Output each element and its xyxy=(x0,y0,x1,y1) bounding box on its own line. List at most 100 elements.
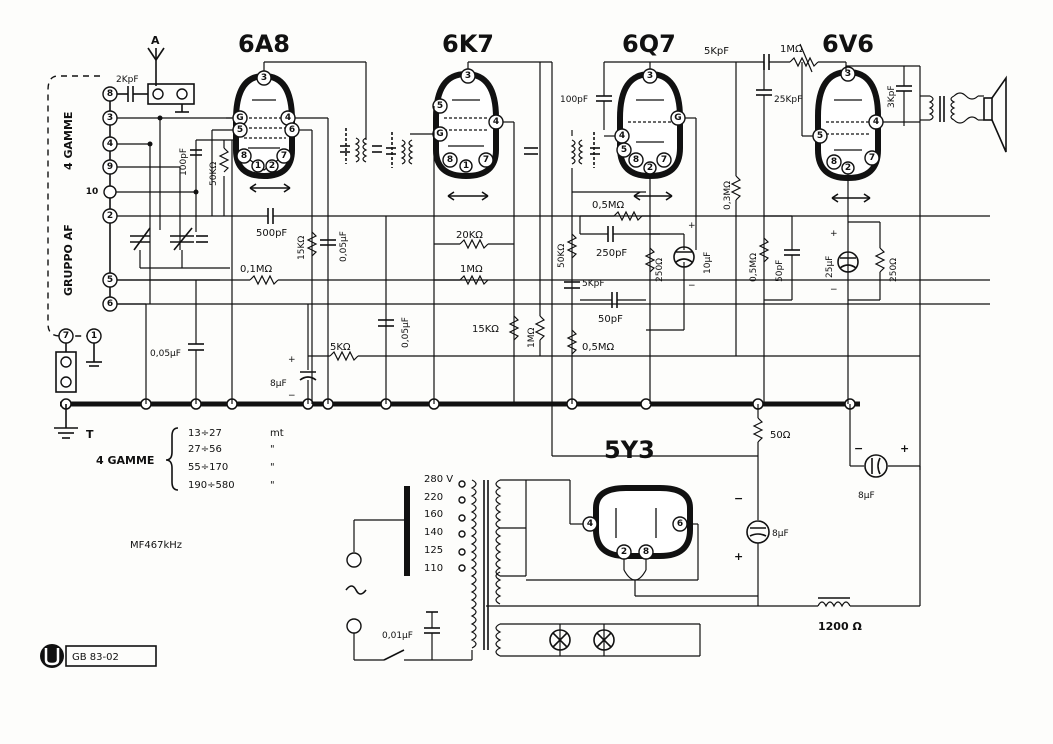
tube-6a8-pins: 3 G 4 5 6 8 7 1 2 xyxy=(232,70,300,193)
svg-text:2: 2 xyxy=(647,163,653,173)
c-2kpf-label: 2KpF xyxy=(116,75,139,85)
r-20k-label: 20KΩ xyxy=(456,230,483,241)
svg-text:8: 8 xyxy=(831,157,837,167)
tube-6a8-label: 6A8 xyxy=(238,30,290,58)
c-8uf-b-label: 8µF xyxy=(858,491,875,501)
c-250pf-label: 250pF xyxy=(596,248,627,259)
gamme-row-range: 27÷56 xyxy=(188,444,222,455)
power-transformer xyxy=(470,479,701,657)
svg-text:5: 5 xyxy=(237,125,243,135)
svg-text:8: 8 xyxy=(643,547,649,557)
gamme-row-range: 55÷170 xyxy=(188,462,228,473)
c-8uf-a-label: 8µF xyxy=(270,379,287,389)
svg-text:5: 5 xyxy=(107,275,113,285)
svg-text:8: 8 xyxy=(241,151,247,161)
svg-text:−: − xyxy=(688,281,696,291)
tap-160: 160 xyxy=(424,509,443,520)
gamme-row-unit: " xyxy=(270,444,275,455)
r-50-label: 50Ω xyxy=(770,430,791,441)
tube-6v6-pins: 3 5 4 8 7 2 xyxy=(812,66,884,203)
svg-text:6: 6 xyxy=(107,299,113,309)
tube-6k7-label: 6K7 xyxy=(442,30,494,58)
tube-6v6-label: 6V6 xyxy=(822,30,874,58)
r-05m-a-label: 0,5MΩ xyxy=(592,200,625,211)
r-1m-a-label: 1MΩ xyxy=(460,264,483,275)
svg-text:+: + xyxy=(288,355,296,365)
c-005-c-label: 0,05µF xyxy=(401,317,411,348)
c-3kpf-label: 3KpF xyxy=(887,85,897,108)
gamme-row-range: 13÷27 xyxy=(188,428,222,439)
svg-text:3: 3 xyxy=(465,71,471,81)
svg-text:10: 10 xyxy=(86,187,99,197)
svg-text:3: 3 xyxy=(845,69,851,79)
gruppo-af-label: GRUPPO AF xyxy=(62,224,75,296)
c-100pf-a-label: 100pF xyxy=(179,148,189,176)
c-25kpf-label: 25KpF xyxy=(774,95,802,105)
svg-text:2: 2 xyxy=(269,161,275,171)
svg-text:4: 4 xyxy=(873,117,879,127)
svg-text:4: 4 xyxy=(107,139,113,149)
svg-text:5: 5 xyxy=(437,101,443,111)
gamme-row-unit: mt xyxy=(270,428,284,439)
r-15k-b-label: 15KΩ xyxy=(472,324,499,335)
svg-text:7: 7 xyxy=(483,155,489,165)
if-transformer-2 xyxy=(386,132,414,168)
svg-text:+: + xyxy=(830,229,838,239)
tap-110: 110 xyxy=(424,563,443,574)
r-1m-b-label: 1MΩ xyxy=(527,328,537,348)
svg-text:4: 4 xyxy=(587,519,593,529)
svg-text:−: − xyxy=(734,492,743,505)
svg-text:1: 1 xyxy=(255,161,261,171)
mf-label: MF467kHz xyxy=(130,540,182,551)
r-5k-label: 5KΩ xyxy=(330,342,351,353)
svg-text:1: 1 xyxy=(463,161,469,171)
speaker-icon xyxy=(983,75,1007,153)
tube-5y3-label: 5Y3 xyxy=(604,436,655,464)
svg-text:9: 9 xyxy=(107,162,113,172)
svg-text:2: 2 xyxy=(107,211,113,221)
svg-text:5: 5 xyxy=(621,145,627,155)
antenna-icon xyxy=(147,47,195,113)
r-15k-a-label: 15KΩ xyxy=(297,236,307,260)
c-005-a-label: 0,05µF xyxy=(339,231,349,262)
c-25uf-label: 25µF xyxy=(825,256,835,278)
pickup-jack xyxy=(55,343,102,393)
svg-text:+: + xyxy=(734,550,743,563)
svg-text:3: 3 xyxy=(261,73,267,83)
c-100pf-b-label: 100pF xyxy=(560,95,588,105)
c-10uf-label: 10µF xyxy=(703,252,713,274)
svg-text:6: 6 xyxy=(289,125,295,135)
gamme-table xyxy=(165,427,179,491)
svg-text:8: 8 xyxy=(107,89,113,99)
c-001-label: 0,01µF xyxy=(382,631,413,641)
c-5kpf-b-label: 5KpF xyxy=(704,46,729,57)
r-03m-label: 0,3MΩ xyxy=(723,181,733,210)
c-500pf-label: 500pF xyxy=(256,228,287,239)
tube-6q7-label: 6Q7 xyxy=(622,30,676,58)
antenna-label: A xyxy=(151,34,160,47)
gruppo-gamme-label: 4 GAMME xyxy=(62,112,75,170)
c-50pf-b-label: 50pF xyxy=(775,260,785,282)
r-50k-a-label: 50KΩ xyxy=(209,162,219,186)
svg-text:3: 3 xyxy=(107,113,113,123)
r-250-a-label: 250Ω xyxy=(655,258,665,282)
if-transformer-1 xyxy=(340,128,382,164)
logo-code: GB 83-02 xyxy=(72,652,119,663)
svg-text:7: 7 xyxy=(869,153,875,163)
c-005-b-label: 0,05µF xyxy=(150,349,181,359)
svg-text:G: G xyxy=(436,129,443,139)
tube-6a8 xyxy=(233,72,295,180)
svg-text:−: − xyxy=(288,391,296,401)
gamme-table-title: 4 GAMME xyxy=(96,454,154,467)
gamme-row-unit: " xyxy=(270,480,275,491)
gamme-row-unit: " xyxy=(270,462,275,473)
if-transformer-3 xyxy=(524,132,600,168)
r-01m-label: 0,1MΩ xyxy=(240,264,273,275)
ground-label: T xyxy=(86,428,94,441)
svg-text:1: 1 xyxy=(91,331,97,341)
tube-5y3 xyxy=(593,485,693,559)
c-50pf-a-label: 50pF xyxy=(598,314,623,325)
r-250-b-label: 250Ω xyxy=(889,258,899,282)
